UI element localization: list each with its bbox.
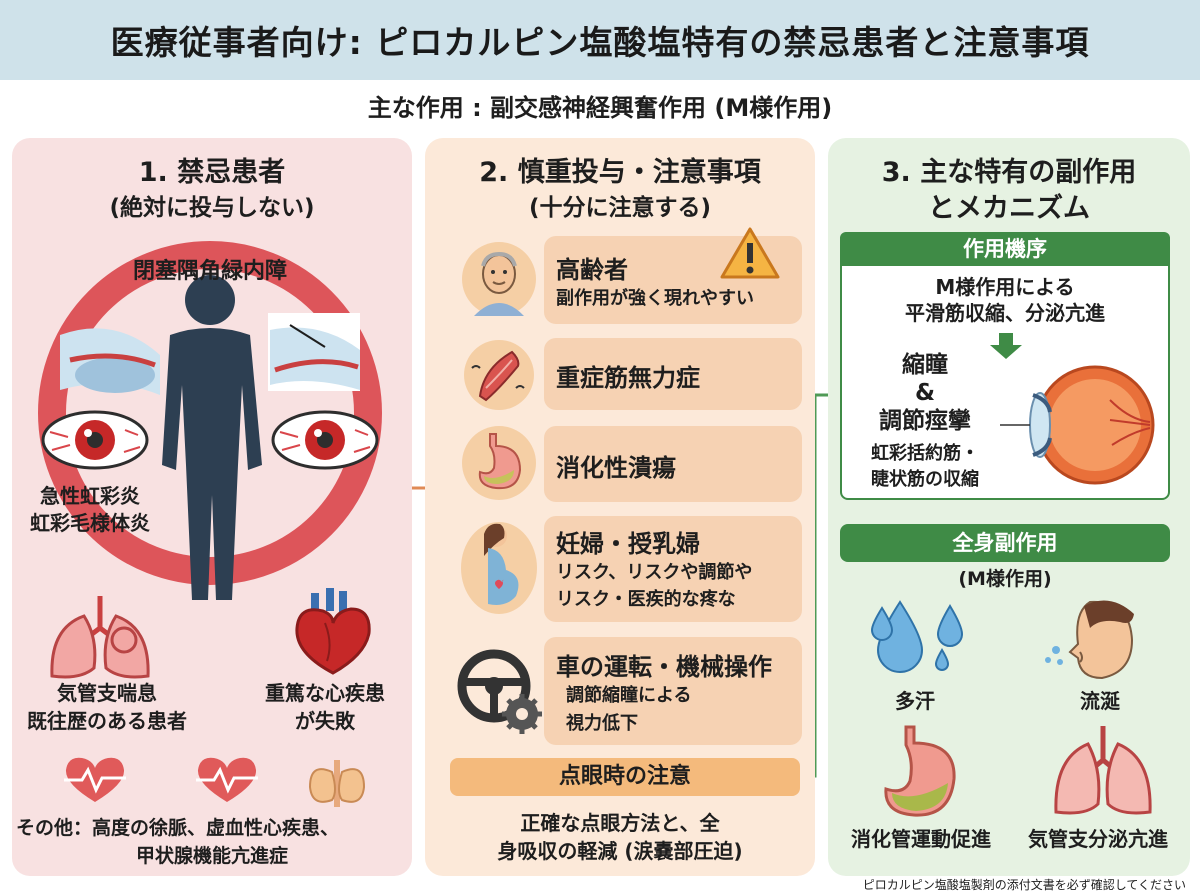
card-elderly: 高齢者 副作用が強く現れやすい xyxy=(544,236,802,324)
elderly-person-icon xyxy=(462,242,536,316)
stomach-icon xyxy=(462,426,536,500)
thyroid-icon xyxy=(308,760,366,807)
systemic-bar: 全身副作用 xyxy=(840,524,1170,562)
heart-label-1: 重篤な心疾患 xyxy=(265,681,385,705)
col1-title: 1. 禁忌患者 xyxy=(138,157,286,188)
iritis-label-1: 急性虹彩炎 xyxy=(40,484,140,508)
asthma-label-1: 気管支喘息 xyxy=(57,681,157,705)
header-bar: 医療従事者向け: ピロカルピン塩酸塩特有の禁忌患者と注意事項 xyxy=(0,0,1200,80)
warning-icon xyxy=(720,227,780,279)
col3-title-2: とメカニズム xyxy=(928,193,1090,224)
card-myasthenia: 重症筋無力症 xyxy=(544,338,802,410)
eyedrop-caution-bar: 点眼時の注意 xyxy=(450,758,800,796)
card-pregnancy: 妊婦・授乳婦 リスク、リスクや調節や リスク・医疾的な疼な xyxy=(544,516,802,622)
prohibition-illustration xyxy=(38,241,382,600)
driving-sub-2: 視力低下 xyxy=(566,713,638,734)
pregnancy-sub-1: リスク、リスクや調節や xyxy=(556,562,753,583)
steering-wheel-gear-icon xyxy=(457,649,542,734)
iritis-label-2: 虹彩毛様体炎 xyxy=(30,511,150,535)
eyedrop-sub-1: 正確な点眼方法と、全 xyxy=(520,811,720,835)
red-eye-right-icon xyxy=(271,410,379,470)
sweat-drops-icon xyxy=(870,600,964,673)
sweat-label: 多汗 xyxy=(895,689,935,713)
pregnancy-title: 妊婦・授乳婦 xyxy=(556,530,700,558)
stomach-organ-icon xyxy=(884,725,956,817)
heartbeat-icon-2 xyxy=(196,757,258,802)
down-arrow-icon xyxy=(990,333,1022,359)
pregnancy-sub-2: リスク・医疾的な疼な xyxy=(556,589,736,610)
other-contraindications-1: その他：高度の徐脈、虚血性心疾患、 xyxy=(16,817,340,839)
ulcer-title: 消化性潰瘍 xyxy=(556,454,676,482)
asthma-label-2: 既往歴のある患者 xyxy=(27,709,187,733)
page-title: 医療従事者向け: ピロカルピン塩酸塩特有の禁忌患者と注意事項 xyxy=(110,23,1090,62)
elderly-sub: 副作用が強く現れやすい xyxy=(556,288,754,309)
col1-subtitle: (絶対に投与しない) xyxy=(109,195,315,221)
muscle-icon xyxy=(464,340,534,410)
drooling-face-icon xyxy=(1045,600,1134,680)
saliva-label: 流涎 xyxy=(1080,689,1120,713)
eyedrop-sub-2: 身吸収の軽減 (涙嚢部圧迫) xyxy=(497,839,743,863)
bronch-label: 気管支分泌亢進 xyxy=(1028,827,1168,851)
bronchi-lungs-icon xyxy=(1054,726,1152,815)
card-ulcer: 消化性潰瘍 xyxy=(544,426,802,502)
page-subtitle: 主な作用 : 副交感神経興奮作用 (M様作用) xyxy=(367,94,833,122)
mechanism-line-2: 平滑筋収縮、分泌亢進 xyxy=(905,301,1105,325)
ampersand-label: & xyxy=(914,380,936,406)
eye-cross-section-right-icon xyxy=(268,313,360,391)
gi-label: 消化管運動促進 xyxy=(851,827,991,851)
other-contraindications-2: 甲状腺機能亢進症 xyxy=(135,845,288,867)
eyedrop-title: 点眼時の注意 xyxy=(558,764,691,789)
person-silhouette-icon xyxy=(162,275,262,600)
eye-cross-section-left-icon xyxy=(60,328,160,395)
mechanism-line-1: M様作用による xyxy=(935,275,1075,299)
heartbeat-icon-1 xyxy=(64,757,126,802)
glaucoma-label: 閉塞隅角緑内障 xyxy=(132,259,287,284)
col3-title-1: 3. 主な特有の副作用 xyxy=(881,157,1137,188)
red-eye-left-icon xyxy=(41,410,149,470)
mechanism-bar: 作用機序 xyxy=(840,232,1170,266)
systemic-sub: (M様作用) xyxy=(958,568,1052,590)
pregnant-woman-icon xyxy=(461,522,537,614)
driving-title: 車の運転・機械操作 xyxy=(556,653,772,681)
spasm-label: 調節痙攣 xyxy=(879,408,971,434)
lungs-icon xyxy=(50,596,150,679)
footer-note: ピロカルピン塩酸塩製剤の添付文書を必ず確認してください xyxy=(862,878,1186,892)
col2-title: 2. 慎重投与・注意事項 xyxy=(479,157,761,188)
heart-label-2: が失敗 xyxy=(295,709,355,733)
elderly-title: 高齢者 xyxy=(556,256,628,284)
col2-subtitle: (十分に注意する) xyxy=(528,195,712,221)
muscle-line-1: 虹彩括約筋・ xyxy=(871,443,979,464)
muscle-line-2: 睫状筋の収縮 xyxy=(871,469,979,490)
eyeball-anatomy-icon xyxy=(1000,365,1155,485)
miosis-label: 縮瞳 xyxy=(902,352,948,378)
card-driving: 車の運転・機械操作 調節縮瞳による 視力低下 xyxy=(544,637,802,745)
heart-organ-icon xyxy=(295,588,371,675)
driving-sub-1: 調節縮瞳による xyxy=(566,685,692,706)
myasthenia-title: 重症筋無力症 xyxy=(556,364,700,392)
